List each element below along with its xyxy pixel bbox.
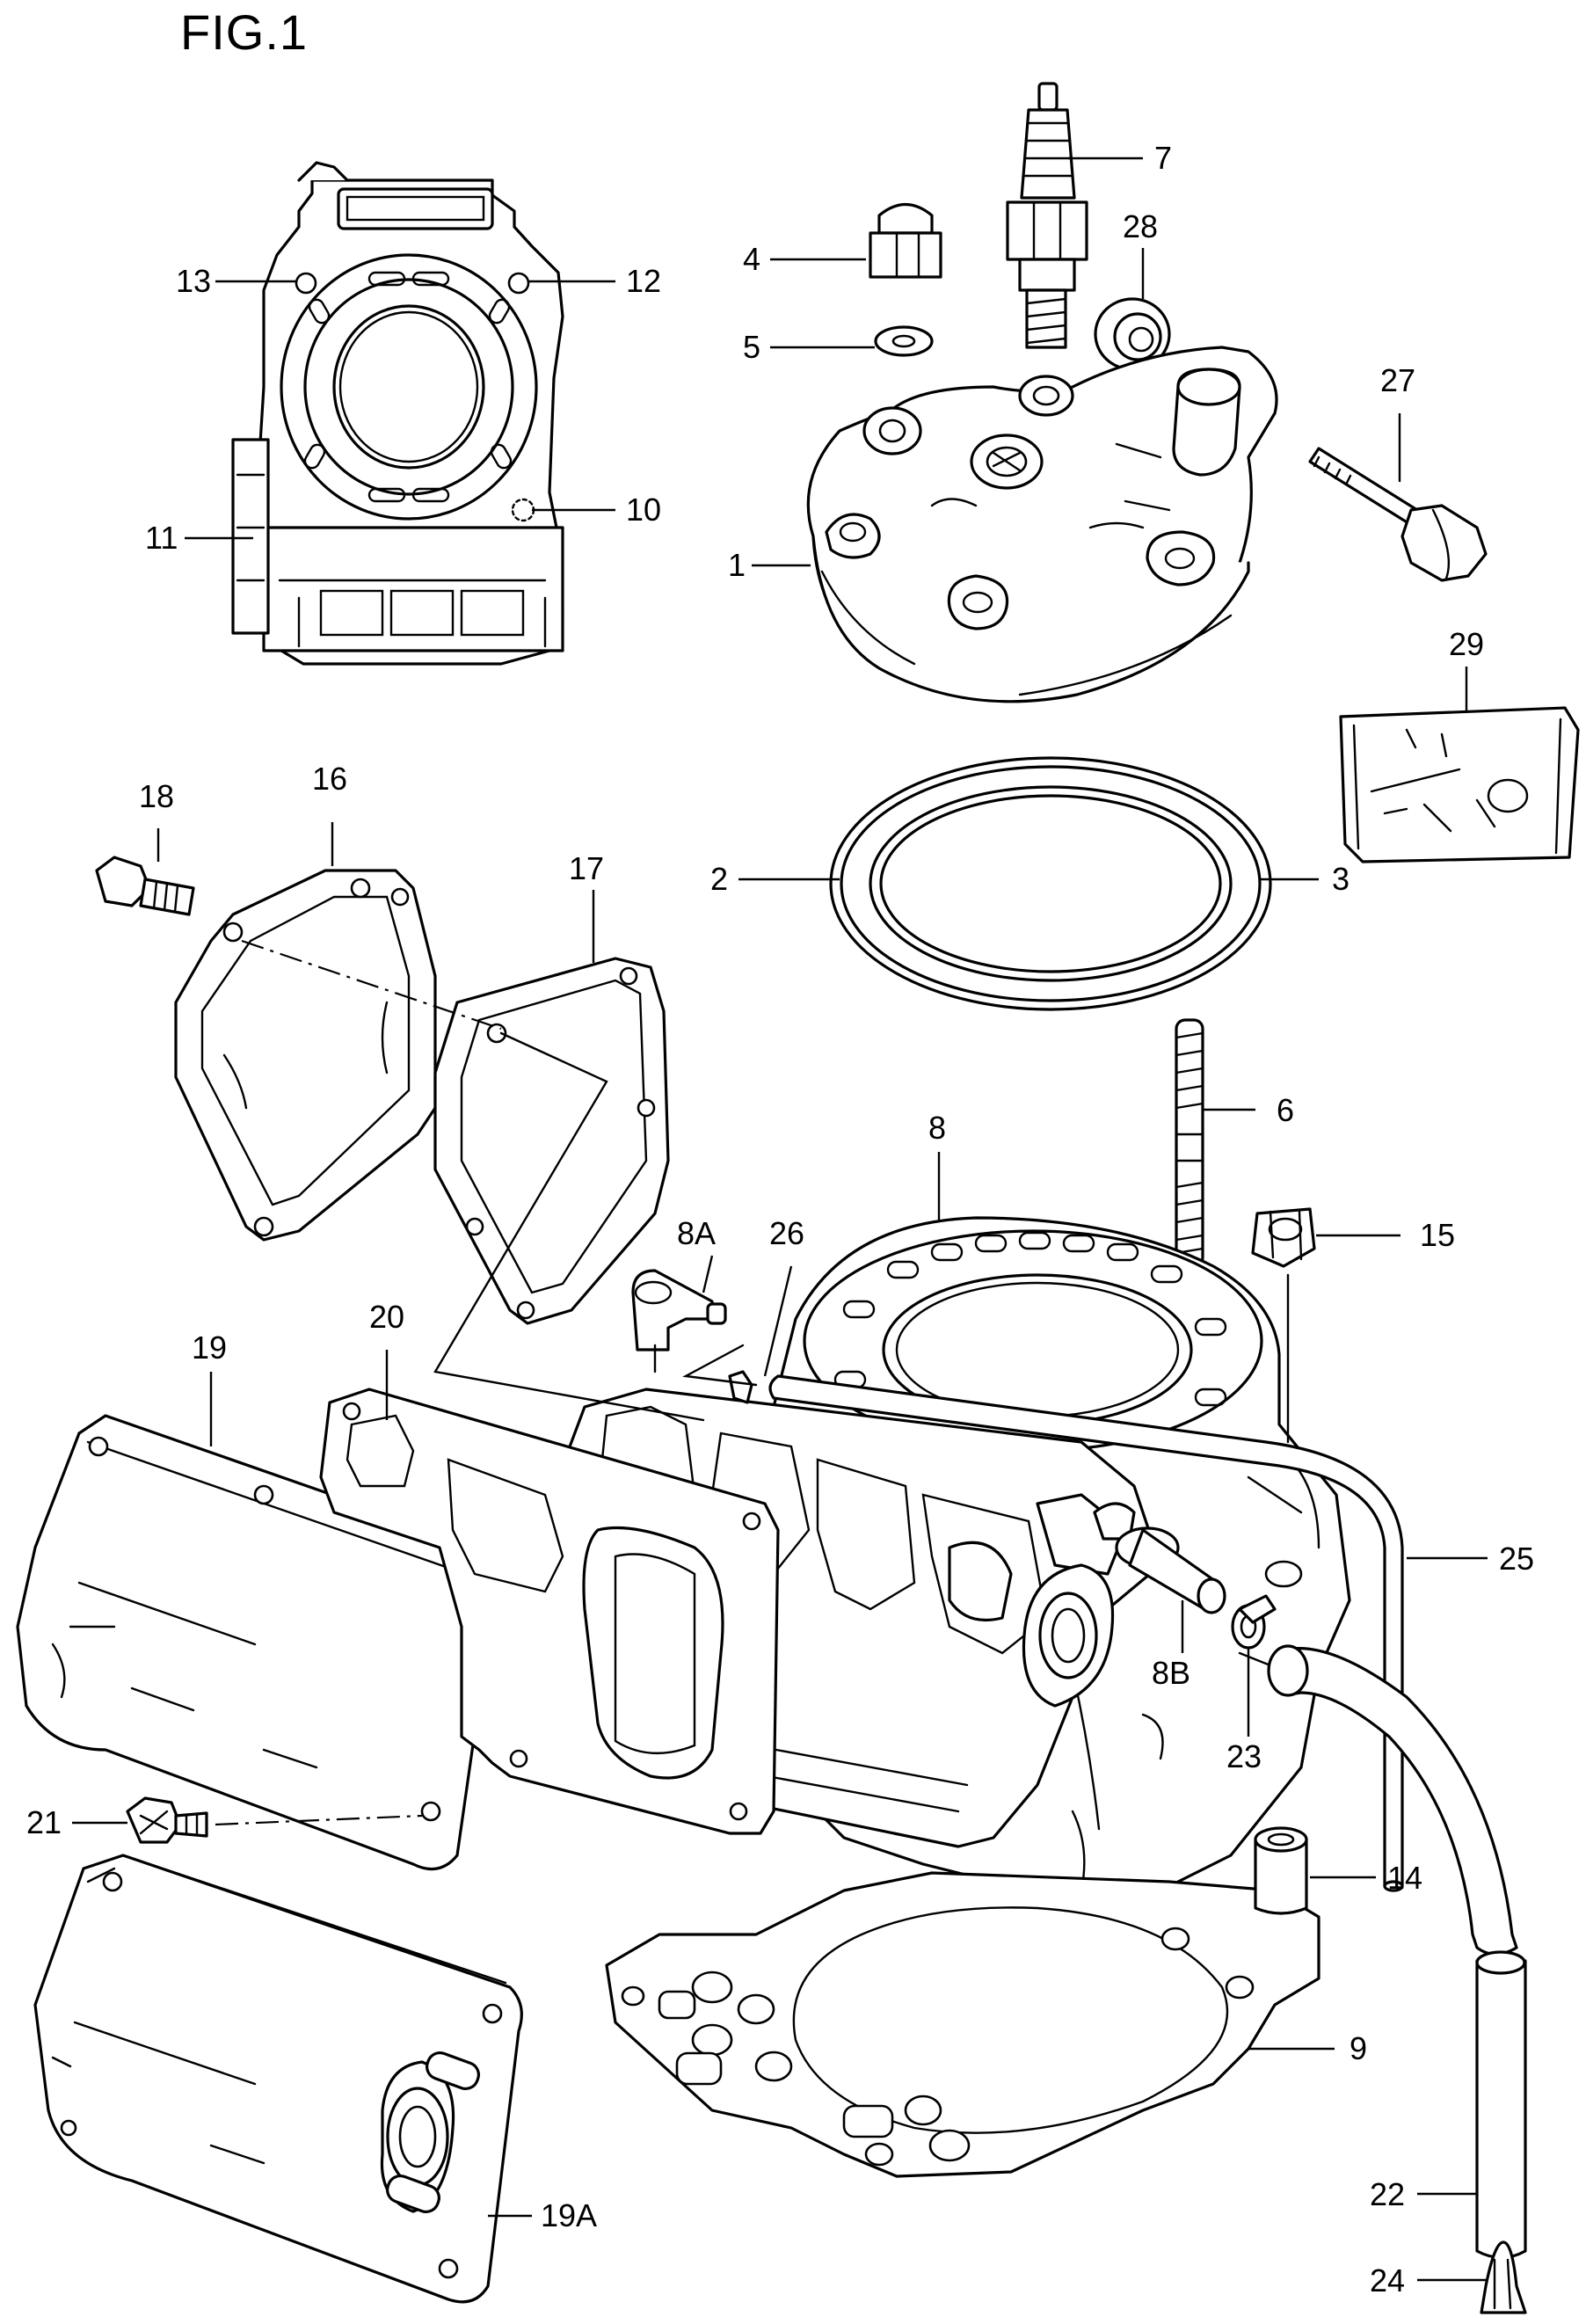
callout-11: 11 — [145, 520, 178, 556]
cylinder-head — [806, 346, 1278, 703]
callout-7: 7 — [1154, 140, 1172, 176]
callout-13: 13 — [176, 263, 211, 299]
callout-19a: 19A — [541, 2197, 597, 2233]
callout-20: 20 — [369, 1299, 404, 1335]
spacer-collar — [1254, 1826, 1308, 1915]
exhaust-port — [1022, 1502, 1136, 1708]
callout-16: 16 — [312, 761, 347, 797]
cylinder-top-view — [231, 161, 564, 666]
callout-1: 1 — [728, 547, 746, 583]
callout-2: 2 — [710, 861, 728, 897]
callout-4: 4 — [743, 241, 760, 277]
callout-15: 15 — [1420, 1217, 1455, 1253]
reed-plate-gasket — [319, 1388, 780, 1835]
reed-cover-19a — [33, 1854, 523, 2304]
flange-nut — [1094, 297, 1171, 371]
alignment-lines — [215, 939, 1290, 1826]
figure-title: FIG.1 — [180, 4, 309, 60]
reed-gasket-16 — [174, 869, 437, 1242]
hex-nut — [1251, 1207, 1316, 1268]
callout-6: 6 — [1277, 1092, 1294, 1128]
callout-10: 10 — [626, 492, 661, 528]
callout-8: 8 — [928, 1110, 946, 1146]
washer — [874, 325, 934, 357]
callout-3: 3 — [1332, 861, 1350, 897]
hose-curved — [1267, 1644, 1518, 1956]
callout-18: 18 — [139, 778, 174, 814]
callout-24: 24 — [1370, 2262, 1405, 2299]
callout-9: 9 — [1350, 2030, 1367, 2066]
breather-cap — [1480, 2240, 1527, 2314]
bolt-small — [95, 856, 195, 916]
spigot — [1115, 1526, 1226, 1614]
callout-14: 14 — [1387, 1860, 1422, 1896]
head-gasket-rings — [829, 756, 1272, 1011]
callout-17: 17 — [569, 850, 604, 886]
callout-28: 28 — [1123, 208, 1158, 244]
callout-5: 5 — [743, 329, 760, 365]
hose-clip — [728, 1370, 753, 1404]
elbow-fitting — [631, 1269, 727, 1351]
hose-25 — [768, 1374, 1404, 1892]
leader-lines — [72, 157, 1488, 2282]
spark-plug — [1006, 82, 1088, 349]
callout-12: 12 — [626, 263, 661, 299]
callout-19: 19 — [192, 1330, 227, 1366]
callout-29: 29 — [1449, 626, 1484, 662]
bolt-21 — [126, 1796, 208, 1844]
cap-nut — [869, 203, 942, 279]
callout-23: 23 — [1226, 1738, 1262, 1774]
callouts: 7 4 28 5 13 12 10 11 1 27 29 18 16 17 2 … — [26, 140, 1534, 2299]
reed-cover — [16, 1414, 496, 1871]
callout-8b: 8B — [1152, 1655, 1190, 1691]
pipe-22 — [1475, 1950, 1527, 2260]
stud-bolt — [1175, 1018, 1204, 1268]
hose-clamp — [1231, 1594, 1277, 1650]
callout-21: 21 — [26, 1804, 62, 1840]
label-plate — [1339, 706, 1580, 863]
callout-22: 22 — [1370, 2176, 1405, 2212]
callout-27: 27 — [1380, 362, 1415, 398]
reed-gasket-17 — [433, 957, 670, 1325]
callout-25: 25 — [1499, 1541, 1534, 1577]
cylinder-base-gasket — [605, 1871, 1320, 2178]
callout-8a: 8A — [677, 1215, 716, 1251]
bolt — [1308, 447, 1488, 582]
callout-26: 26 — [769, 1215, 804, 1251]
